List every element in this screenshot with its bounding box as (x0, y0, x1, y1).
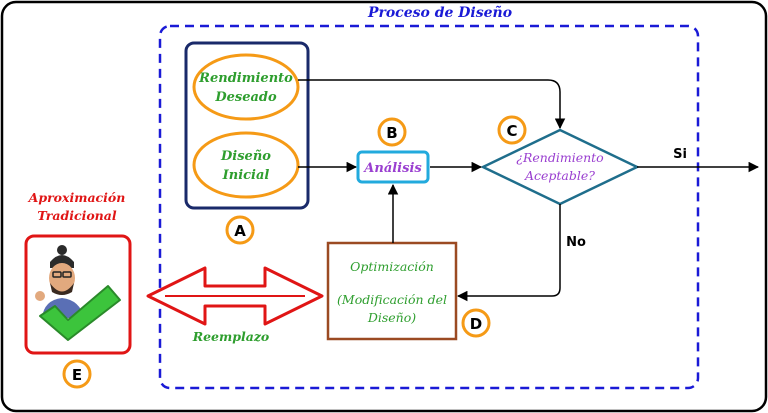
badge-a: A (225, 215, 255, 245)
badge-c: C (497, 115, 527, 145)
traditional-line2: Tradicional (37, 208, 116, 223)
avatar-icon (35, 245, 84, 318)
initial-design-line1: Diseño (220, 149, 271, 164)
yes-label: Si (673, 147, 687, 162)
desired-performance-line2: Deseado (214, 90, 277, 105)
traditional-line1: Aproximación (28, 190, 126, 205)
desired-performance-line1: Rendimiento (198, 71, 293, 86)
badge-d-label: D (470, 315, 482, 333)
optimization-line1: (Modificación del (337, 292, 447, 307)
decision-line1: ¿Rendimiento (516, 150, 603, 165)
arrow-no-to-optimization (456, 204, 561, 302)
analysis-node (356, 150, 430, 184)
optimization-node (326, 241, 458, 341)
badge-e-label: E (72, 366, 82, 384)
initial-design-line2: Inicial (222, 168, 270, 183)
arrow-desired-to-decision (298, 79, 566, 130)
process-title: Proceso de Diseño (367, 4, 512, 21)
optimization-title: Optimización (350, 259, 434, 274)
badge-d: D (461, 308, 491, 338)
process-boundary (158, 24, 700, 390)
replacement-label: Reemplazo (192, 329, 270, 344)
badge-a-label: A (234, 222, 246, 240)
check-mark-icon (39, 285, 121, 341)
initial-design-node (192, 131, 300, 199)
no-label: No (566, 235, 586, 250)
decision-line2: Aceptable? (524, 168, 595, 183)
analysis-label: Análisis (362, 161, 422, 176)
replacement-double-arrow (146, 266, 324, 326)
badge-b-label: B (386, 124, 397, 142)
badge-c-label: C (506, 122, 517, 140)
desired-performance-node (192, 53, 300, 121)
optimization-line2: Diseño) (367, 310, 416, 325)
badge-e: E (62, 359, 92, 389)
badge-b: B (377, 117, 407, 147)
